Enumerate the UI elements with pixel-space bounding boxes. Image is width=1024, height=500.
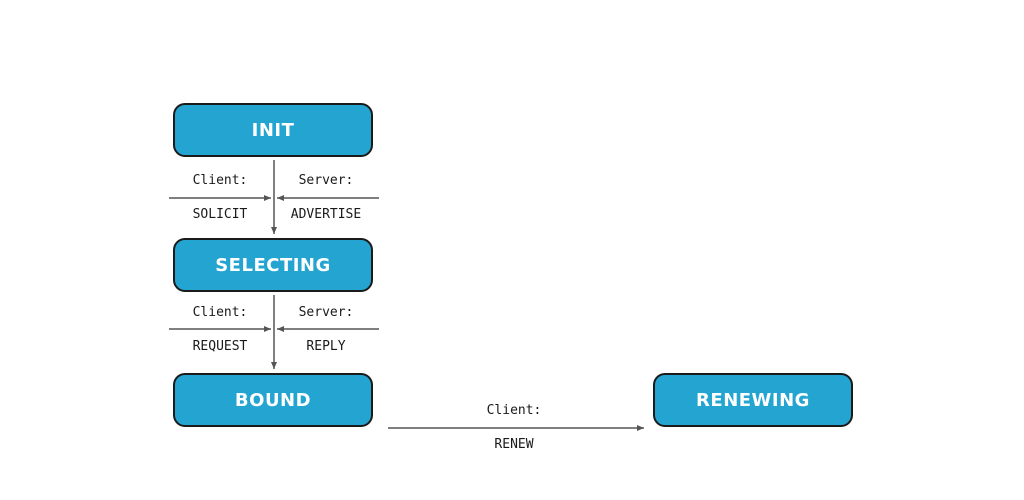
message-reply: REPLY bbox=[306, 339, 346, 354]
server-label: Server: bbox=[298, 173, 354, 188]
state-renewing: RENEWING bbox=[653, 373, 853, 427]
server-label: Server: bbox=[298, 305, 354, 320]
state-init: INIT bbox=[173, 103, 373, 157]
state-selecting: SELECTING bbox=[173, 238, 373, 292]
client-label: Client: bbox=[486, 403, 542, 418]
state-bound: BOUND bbox=[173, 373, 373, 427]
message-request: REQUEST bbox=[192, 339, 248, 354]
client-label: Client: bbox=[192, 173, 248, 188]
client-label: Client: bbox=[192, 305, 248, 320]
message-solicit: SOLICIT bbox=[192, 207, 248, 222]
message-advertise: ADVERTISE bbox=[290, 207, 362, 222]
message-renew: RENEW bbox=[494, 437, 534, 452]
